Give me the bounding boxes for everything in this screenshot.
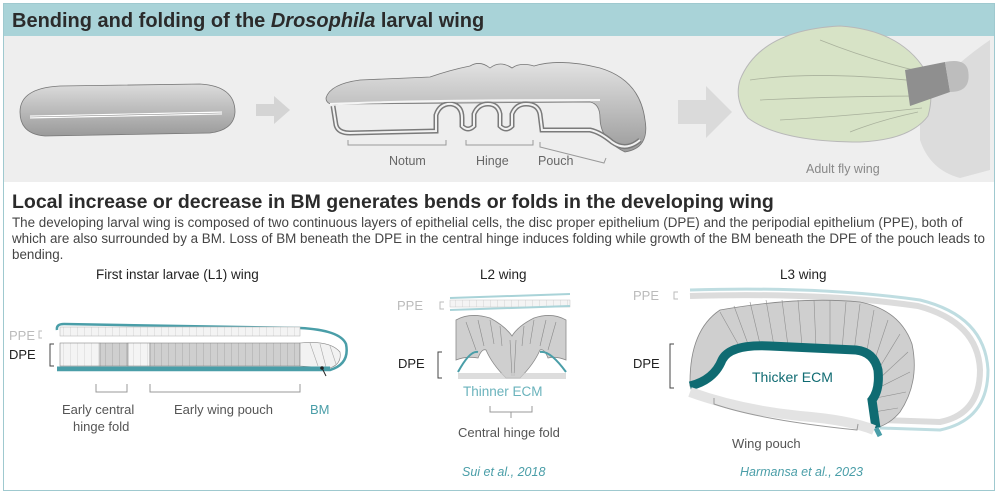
l1-dpe-bracket <box>49 343 54 367</box>
adult-fly-wing-illustration <box>737 25 990 178</box>
arrow-icon <box>678 86 732 138</box>
hinge-bracket <box>465 140 534 146</box>
l1-ppe-label: PPE <box>9 328 35 343</box>
l1-dpe-label: DPE <box>9 347 36 362</box>
early-disc-illustration <box>19 83 236 137</box>
l2-fold-bracket <box>489 406 533 413</box>
header-bar: Bending and folding of the Drosophila la… <box>4 4 994 36</box>
l2-wing-illustration <box>449 293 571 379</box>
l3-ecm-label: Thicker ECM <box>752 369 833 385</box>
l1-ppe-bracket <box>38 330 42 339</box>
section-subtitle: Local increase or decrease in BM generat… <box>12 191 774 213</box>
l2-title: L2 wing <box>480 267 527 282</box>
title-prefix: Bending and folding of the <box>12 10 271 32</box>
pouch-bracket <box>539 142 607 164</box>
folded-disc-illustration <box>325 62 647 153</box>
l3-ppe-bracket <box>673 291 678 300</box>
l1-wing-illustration <box>55 322 348 377</box>
l3-ppe-label: PPE <box>633 288 659 303</box>
figure-title: Bending and folding of the Drosophila la… <box>12 10 484 33</box>
label-hinge: Hinge <box>476 154 509 168</box>
l3-pouch-bracket <box>713 398 859 431</box>
l2-dpe-bracket <box>437 351 442 379</box>
l2-dpe-label: DPE <box>398 356 425 371</box>
l3-title: L3 wing <box>780 267 827 282</box>
l1-bm-label: BM <box>310 402 330 417</box>
l2-citation: Sui et al., 2018 <box>462 465 545 479</box>
notum-bracket <box>347 140 447 146</box>
label-notum: Notum <box>389 154 426 168</box>
l2-ecm-label: Thinner ECM <box>463 384 543 399</box>
section-description: The developing larval wing is composed o… <box>12 215 985 262</box>
title-italic: Drosophila <box>270 10 376 32</box>
l3-dpe-bracket <box>669 343 674 389</box>
l3-citation: Harmansa et al., 2023 <box>740 465 863 479</box>
l3-pouch-label: Wing pouch <box>732 436 801 451</box>
label-adult-wing: Adult fly wing <box>806 162 880 176</box>
l1-title: First instar larvae (L1) wing <box>96 267 259 282</box>
l1-hinge-label-line1: Early central <box>62 402 134 417</box>
title-suffix: larval wing <box>375 10 485 32</box>
l3-dpe-label: DPE <box>633 356 660 371</box>
l1-hinge-bracket <box>95 384 128 393</box>
l1-hinge-label-line2: hinge fold <box>73 419 129 434</box>
l3-wing-illustration <box>688 287 990 438</box>
l2-fold-label: Central hinge fold <box>458 425 560 440</box>
arrow-icon <box>256 96 290 124</box>
l2-ppe-label: PPE <box>397 298 423 313</box>
l1-pouch-bracket <box>149 384 301 393</box>
label-pouch: Pouch <box>538 154 573 168</box>
l1-pouch-label: Early wing pouch <box>174 402 273 417</box>
l2-ppe-bracket <box>439 301 444 310</box>
